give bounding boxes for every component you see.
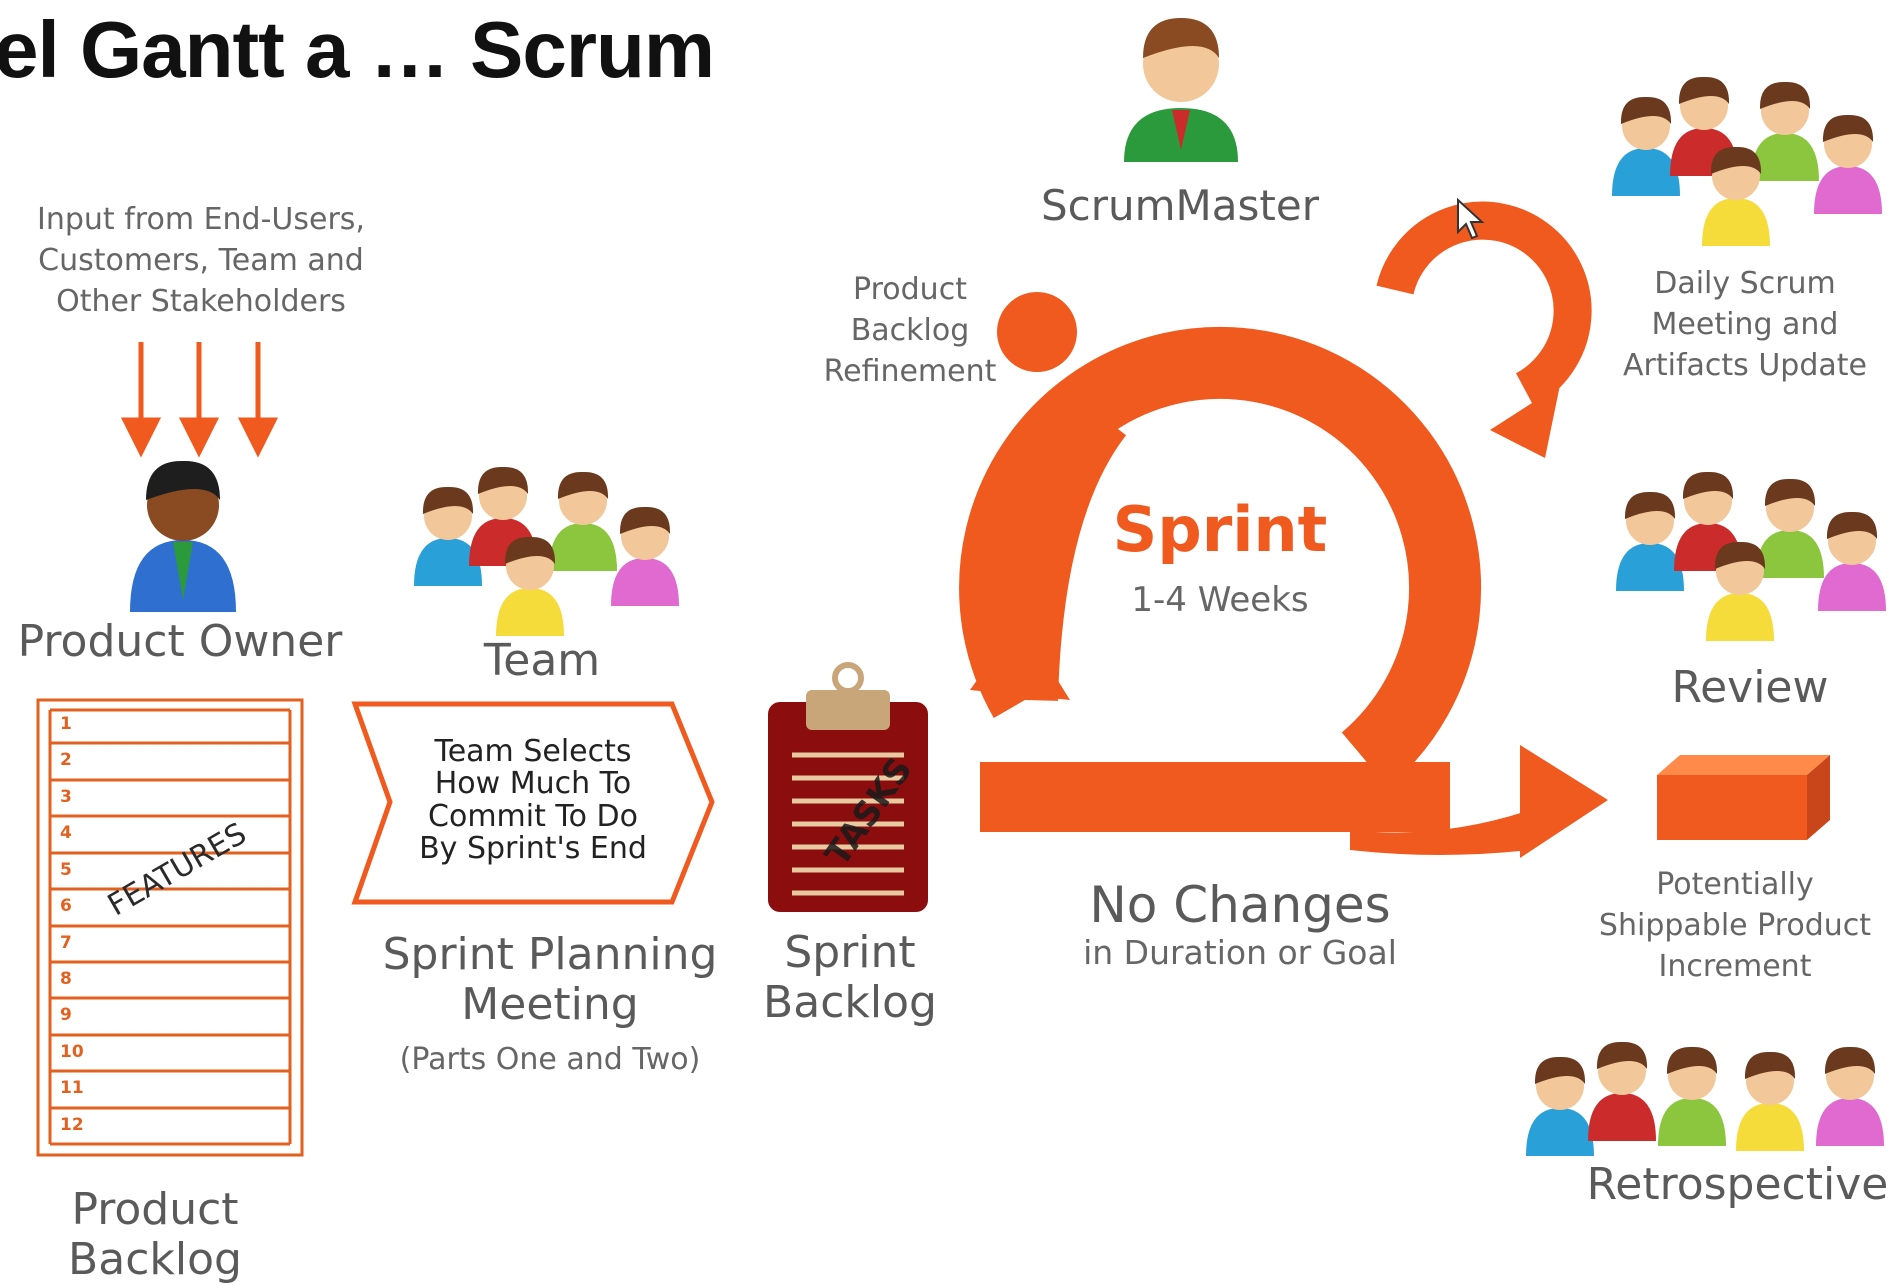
backlog-row-number: 4 [60, 823, 72, 843]
sprint-title: Sprint [1112, 493, 1328, 566]
product-owner-icon [130, 460, 236, 612]
sprint-planning-label: Sprint Planning Meeting [382, 929, 718, 1030]
mouse-cursor-icon [1457, 197, 1485, 240]
sprint-loop [959, 201, 1592, 788]
backlog-row-number: 8 [60, 969, 72, 989]
sprint-loop-arrowhead [970, 620, 1070, 700]
team-label: Team [483, 635, 601, 686]
retrospective-label: Retrospective [1586, 1159, 1889, 1210]
sprint-backlog-clipboard [768, 662, 928, 912]
team-selects-chevron [351, 701, 715, 905]
input-label: Input from End-Users, Customers, Team an… [37, 202, 365, 319]
backlog-row-number: 12 [60, 1115, 84, 1135]
daily-loop-arrowhead [1490, 385, 1560, 458]
review-label: Review [1671, 662, 1829, 713]
increment-label: Potentially Shippable Product Increment [1598, 867, 1872, 984]
backlog-row-number: 10 [60, 1042, 84, 1062]
refinement-dot [997, 292, 1077, 372]
input-arrows [120, 342, 279, 458]
sprint-duration: 1-4 Weeks [1131, 580, 1309, 620]
no-changes-title: No Changes [1089, 876, 1391, 934]
output-arrow [980, 745, 1608, 858]
team-selects-text: Team Selects How Much To Commit To Do By… [419, 734, 647, 867]
page-title: el Gantt a … Scrum [0, 5, 715, 94]
backlog-row-number: 6 [60, 896, 72, 916]
team-icon [414, 466, 679, 636]
backlog-row-number: 1 [60, 714, 72, 734]
backlog-row-number: 2 [60, 750, 72, 770]
daily-scrum-team-icon [1612, 76, 1882, 246]
daily-scrum-label: Daily Scrum Meeting and Artifacts Update [1623, 266, 1867, 383]
backlog-row-number: 3 [60, 787, 72, 807]
backlog-row-number: 11 [60, 1078, 84, 1098]
increment-box-icon [1657, 755, 1830, 840]
refinement-label: Product Backlog Refinement [823, 272, 997, 389]
product-owner-label: Product Owner [17, 616, 343, 667]
sprint-planning-sub: (Parts One and Two) [399, 1042, 701, 1077]
scrum-master-label: ScrumMaster [1041, 181, 1319, 230]
backlog-row-number: 9 [60, 1005, 72, 1025]
scrum-master-icon [1124, 18, 1238, 162]
backlog-row-number: 5 [60, 860, 72, 880]
retrospective-team-icon [1526, 1041, 1884, 1156]
sprint-backlog-label: Sprint Backlog [763, 927, 937, 1028]
backlog-row-number: 7 [60, 933, 72, 953]
product-backlog-label: Product Backlog [68, 1184, 242, 1285]
product-backlog-table [36, 698, 304, 1157]
review-team-icon [1616, 471, 1886, 641]
no-changes-sub: in Duration or Goal [1083, 933, 1397, 972]
